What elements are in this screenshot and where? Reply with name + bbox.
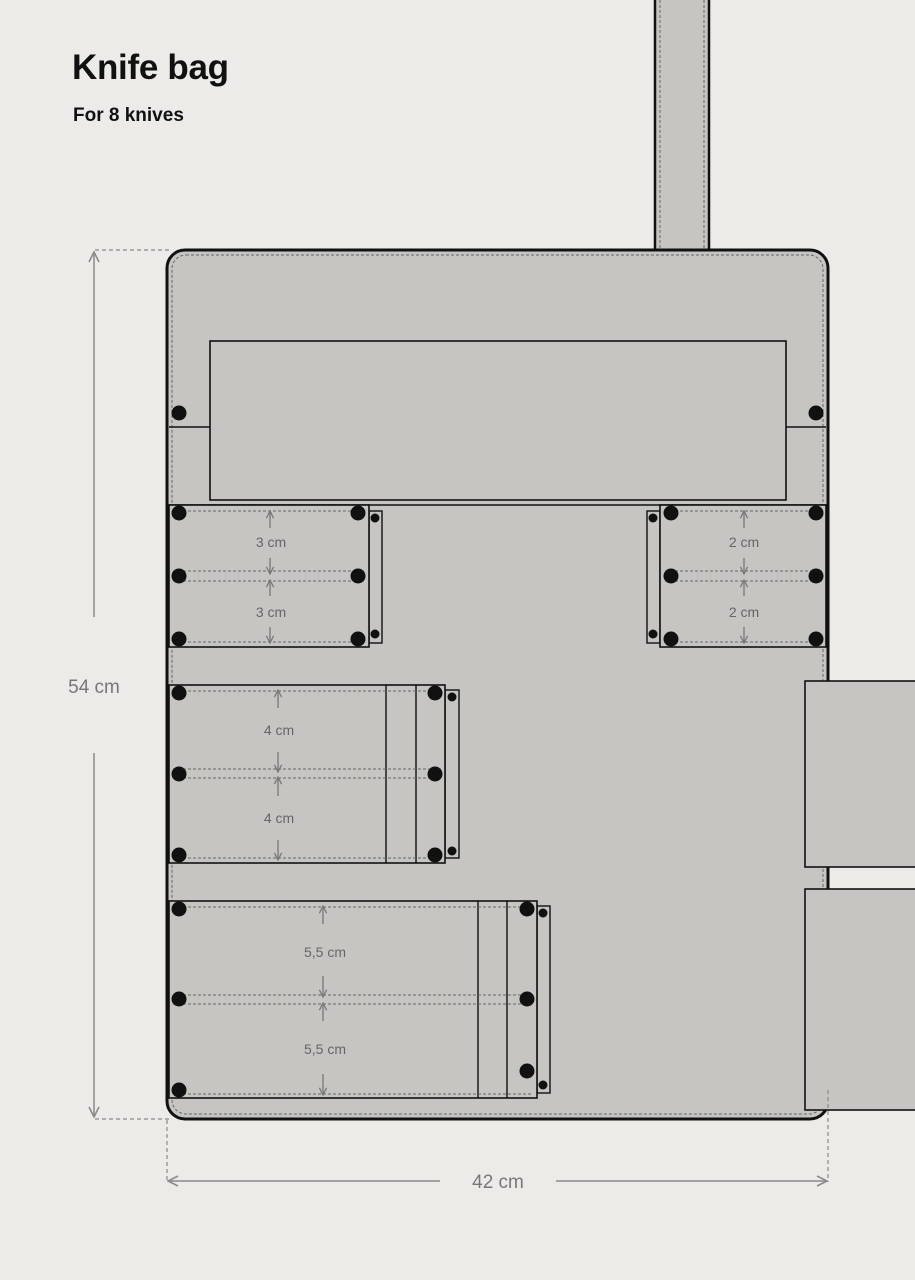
snap-button [171, 568, 187, 584]
snap-button [171, 685, 187, 701]
snap-button [171, 901, 187, 917]
rivet [447, 846, 457, 856]
snap-button [663, 568, 679, 584]
snap-button [519, 901, 535, 917]
snap-button [808, 631, 824, 647]
snap-button [427, 847, 443, 863]
width-dimension [166, 1090, 829, 1182]
pocket-width-label: 4 cm [264, 810, 294, 826]
snap-button [808, 405, 824, 421]
snap-button [663, 631, 679, 647]
side-flap-upper [804, 680, 915, 868]
top-flap [169, 340, 826, 506]
snap-button [171, 405, 187, 421]
snap-button [350, 568, 366, 584]
snap-button [171, 505, 187, 521]
width-label: 42 cm [472, 1172, 524, 1193]
rivet [538, 1080, 548, 1090]
snap-button [171, 991, 187, 1007]
snap-button [350, 631, 366, 647]
rivet [648, 513, 658, 523]
pocket-medium [168, 684, 460, 864]
pocket-width-label: 3 cm [256, 534, 286, 550]
pocket-width-label: 2 cm [729, 604, 759, 620]
snap-button [427, 766, 443, 782]
snap-button [171, 766, 187, 782]
rivet [370, 629, 380, 639]
snap-button [171, 1082, 187, 1098]
height-label: 54 cm [68, 677, 120, 698]
pocket-width-label: 5,5 cm [304, 944, 346, 960]
pocket-width-label: 3 cm [256, 604, 286, 620]
snap-button [519, 1063, 535, 1079]
snap-button [663, 505, 679, 521]
page-subtitle: For 8 knives [73, 105, 184, 126]
pocket-right-small [646, 504, 827, 648]
snap-button [808, 568, 824, 584]
snap-button [350, 505, 366, 521]
snap-button [427, 685, 443, 701]
height-dimension [94, 249, 170, 1120]
snap-button [171, 847, 187, 863]
pocket-width-label: 2 cm [729, 534, 759, 550]
pocket-left-small [168, 504, 383, 648]
snap-button [171, 631, 187, 647]
pocket-large [168, 900, 551, 1099]
snap-button [519, 991, 535, 1007]
pocket-width-label: 4 cm [264, 722, 294, 738]
rivet [370, 513, 380, 523]
pocket-width-label: 5,5 cm [304, 1041, 346, 1057]
hanging-strap [653, 0, 711, 255]
rivet [648, 629, 658, 639]
side-flap-lower [804, 888, 915, 1111]
rivet [447, 692, 457, 702]
rivet [538, 908, 548, 918]
snap-button [808, 505, 824, 521]
page-title: Knife bag [72, 48, 229, 87]
